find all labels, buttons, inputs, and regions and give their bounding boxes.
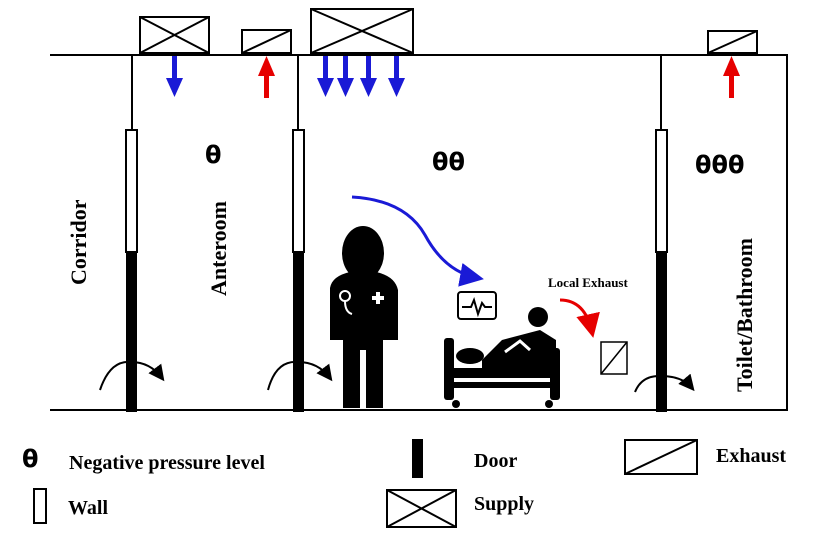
legend-wall-label: Wall <box>68 497 108 519</box>
doctor-icon <box>330 226 398 408</box>
partition-lines <box>131 55 662 130</box>
door-anteroom-room <box>293 252 304 412</box>
local-exhaust-arrow <box>559 298 600 338</box>
pressure-mark-toilet: θθθ <box>695 151 744 179</box>
toilet-label: Toilet/Bathroom <box>732 238 757 392</box>
legend-door-label: Door <box>474 450 517 472</box>
exhaust-unit-2 <box>707 30 758 54</box>
exhaust-arrow <box>723 56 740 98</box>
door-arrow-3 <box>634 373 695 393</box>
pressure-mark-anteroom: θ <box>205 141 222 169</box>
wall-anteroom-room <box>292 129 305 253</box>
legend-negative-label: Negative pressure level <box>69 452 265 474</box>
legend-exhaust-icon <box>624 439 698 475</box>
legend-negative-icon: θ <box>22 445 39 473</box>
door-airflow-arrows <box>99 360 695 393</box>
legend-door-icon <box>412 439 423 478</box>
supply-arrow <box>360 56 377 97</box>
supply-unit-2 <box>310 8 414 54</box>
local-exhaust-unit <box>600 341 628 375</box>
supply-unit-1 <box>139 16 210 54</box>
door-room-toilet <box>656 252 667 412</box>
legend-exhaust-label: Exhaust <box>716 445 786 467</box>
door-arrow-1 <box>99 360 165 391</box>
patient-bed-icon <box>444 307 560 408</box>
supply-arrow <box>388 56 405 97</box>
local-exhaust-label: Local Exhaust <box>548 275 628 290</box>
room-airflow-arrow <box>351 195 484 287</box>
wall-room-toilet <box>655 129 668 253</box>
door-segments <box>126 252 667 412</box>
building-outline <box>50 54 788 411</box>
door-arrow-2 <box>267 360 333 391</box>
legend-supply-icon <box>386 489 457 528</box>
corridor-label: Corridor <box>66 199 91 285</box>
exhaust-arrows <box>258 56 740 98</box>
legend: θ Negative pressure level Wall Door Supp… <box>22 439 786 528</box>
wall-corridor-anteroom <box>125 129 138 253</box>
anteroom-label: Anteroom <box>206 201 231 296</box>
supply-arrows <box>166 56 405 97</box>
supply-arrow <box>317 56 334 97</box>
monitor-icon <box>457 291 497 320</box>
supply-arrow <box>166 56 183 97</box>
pressure-mark-patient-room: θθ <box>432 148 465 176</box>
exhaust-unit-1 <box>241 29 292 54</box>
legend-supply-label: Supply <box>474 493 534 515</box>
exhaust-arrow <box>258 56 275 98</box>
legend-wall-icon <box>33 488 47 524</box>
door-corridor-anteroom <box>126 252 137 412</box>
supply-arrow <box>337 56 354 97</box>
